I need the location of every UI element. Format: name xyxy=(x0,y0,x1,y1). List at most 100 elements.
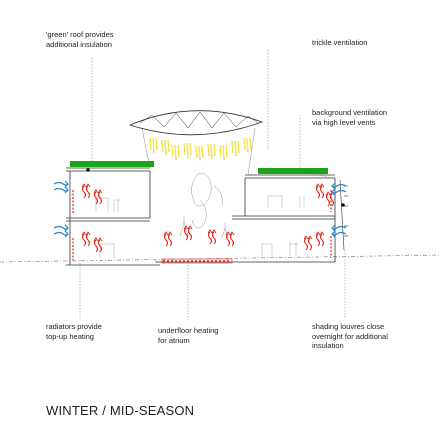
radiators xyxy=(72,190,332,260)
roof-vent-dot xyxy=(86,168,90,172)
heat-arrow-icon xyxy=(93,237,103,242)
air-flow-arrow-icon xyxy=(53,187,69,192)
label-radiators: radiators provide top-up heating xyxy=(46,322,102,341)
diagram-title: WINTER / MID-SEASON xyxy=(46,403,195,418)
label-green-roof: 'green' roof provides additional insulat… xyxy=(46,30,114,49)
heat-arrow-icon xyxy=(81,183,91,188)
sun-ray-icon xyxy=(231,140,234,154)
sun-ray-icon xyxy=(213,143,216,157)
sun-ray-icon xyxy=(222,144,225,161)
sun-ray-icon xyxy=(225,144,228,158)
sun-ray-icon xyxy=(186,142,189,159)
heat-arrow-icon xyxy=(315,183,325,188)
air-flow-arrow-icon xyxy=(53,231,69,236)
sun-ray-icon xyxy=(167,139,170,153)
sun-ray-icon xyxy=(249,137,252,151)
heat-wave-icon xyxy=(315,233,325,247)
label-background-line1: background ventilation xyxy=(312,108,388,117)
label-underfloor-line1: underfloor heating xyxy=(158,326,219,335)
left-block xyxy=(66,167,160,266)
heat-arrow-icon xyxy=(81,231,91,236)
heat-wave-icon xyxy=(81,185,91,199)
sun-ray-icon xyxy=(198,145,201,162)
sun-ray-icon xyxy=(210,143,213,160)
sun-ray-icon xyxy=(149,137,152,151)
heat-wave-icon xyxy=(315,185,325,199)
sun-ray-icon xyxy=(243,137,246,151)
heat-waves xyxy=(81,183,335,253)
label-green-roof-line2: additional insulation xyxy=(46,39,112,49)
heat-wave-icon xyxy=(207,231,217,245)
air-flow-arrow-icon xyxy=(331,225,347,230)
sun-ray-icon xyxy=(177,144,180,158)
label-green-roof-line1: 'green' roof provides xyxy=(46,30,114,39)
heat-wave-icon xyxy=(93,239,103,253)
heat-wave-icon xyxy=(163,233,173,247)
sun-ray-icon xyxy=(195,145,198,159)
air-arrowhead-icon xyxy=(331,188,336,196)
heat-wave-icon xyxy=(93,191,103,205)
label-background: background ventilation via high level ve… xyxy=(312,108,387,127)
air-flow-arrow-icon xyxy=(331,183,347,188)
label-shading-line2: overnight for additional xyxy=(312,331,388,341)
air-arrowhead-icon xyxy=(64,224,69,232)
sun-ray-icon xyxy=(201,145,204,159)
air-arrowhead-icon xyxy=(331,230,336,238)
heat-arrow-icon xyxy=(183,225,193,230)
air-arrowhead-icon xyxy=(64,230,69,238)
air-arrows xyxy=(53,180,347,238)
air-flow-arrow-icon xyxy=(331,231,347,236)
leader-lines xyxy=(79,50,346,322)
label-radiators-line1: radiators provide xyxy=(46,322,102,331)
air-arrowhead-icon xyxy=(64,180,69,188)
heat-wave-icon xyxy=(325,193,335,207)
sun-ray-icon xyxy=(164,139,167,156)
label-shading-line1: shading louvres close xyxy=(312,322,385,331)
sun-ray-icon xyxy=(219,144,222,158)
sun-ray-icon xyxy=(237,140,240,154)
sun-ray-icon xyxy=(152,137,155,154)
heat-arrow-icon xyxy=(225,231,235,236)
label-underfloor: underfloor heating for atrium xyxy=(158,326,218,345)
green-roof-right xyxy=(258,168,328,174)
label-underfloor-line2: for atrium xyxy=(158,335,190,345)
air-arrowhead-icon xyxy=(331,182,336,190)
sun-ray-icon xyxy=(183,142,186,156)
air-flow-arrow-icon xyxy=(53,181,69,186)
label-radiators-line2: top-up heating xyxy=(46,331,94,341)
sun-ray-icon xyxy=(189,142,192,156)
heat-arrow-icon xyxy=(303,235,313,240)
sun-ray-icon xyxy=(246,137,249,154)
label-background-line2: via high level vents xyxy=(312,117,376,127)
canopy-truss xyxy=(139,111,259,129)
label-shading: shading louvres close overnight for addi… xyxy=(312,322,388,351)
sun-rays xyxy=(149,137,252,162)
air-arrowhead-icon xyxy=(64,186,69,194)
heat-wave-icon xyxy=(225,233,235,247)
label-trickle-line1: trickle ventilation xyxy=(312,38,368,47)
sun-ray-icon xyxy=(234,140,237,157)
label-trickle: trickle ventilation xyxy=(312,38,367,48)
sun-ray-icon xyxy=(161,139,164,153)
right-block xyxy=(232,174,336,263)
label-shading-line3: insulation xyxy=(312,341,344,350)
air-flow-arrow-icon xyxy=(53,225,69,230)
sun-ray-icon xyxy=(207,143,210,157)
green-roof-left xyxy=(70,161,154,167)
heat-wave-icon xyxy=(81,233,91,247)
sun-ray-icon xyxy=(155,137,158,151)
heat-wave-icon xyxy=(303,237,313,251)
heat-arrow-icon xyxy=(315,231,325,236)
heat-arrow-icon xyxy=(163,231,173,236)
air-flow-arrow-icon xyxy=(331,189,347,194)
heat-arrow-icon xyxy=(207,229,217,234)
heat-wave-icon xyxy=(183,227,193,241)
sun-ray-icon xyxy=(171,144,174,158)
sun-ray-icon xyxy=(174,144,177,161)
air-arrowhead-icon xyxy=(331,224,336,232)
ground-line xyxy=(0,254,440,263)
office-sketch xyxy=(95,192,305,258)
roof-canopy xyxy=(128,110,264,136)
